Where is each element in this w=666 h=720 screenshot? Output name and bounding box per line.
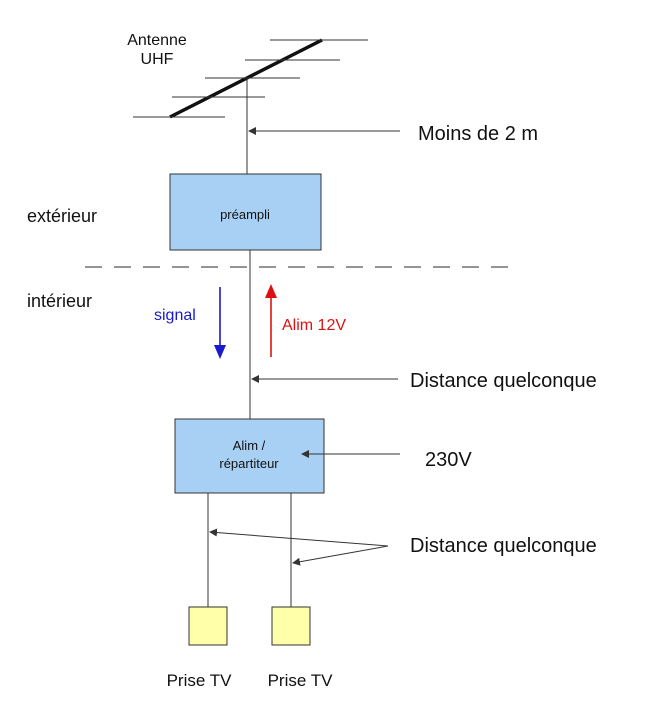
- preamp-box: [169, 173, 322, 251]
- inside-zone-label: intérieur: [27, 291, 92, 311]
- bottom-distance-label: Distance quelconque: [410, 535, 597, 557]
- antenna-label-line2: UHF: [141, 51, 174, 68]
- tv-outlet-right: [271, 606, 311, 646]
- uhf-antenna: [133, 38, 368, 119]
- power-label: Alim 12V: [282, 317, 346, 334]
- bottom-distance-arrow-right: [292, 545, 389, 566]
- antenna-label-line1: Antenne: [127, 32, 187, 49]
- signal-arrow: [214, 287, 226, 359]
- splitter-label-line2: répartiteur: [219, 456, 279, 471]
- preamp-label: préampli: [220, 207, 270, 222]
- mid-distance-label: Distance quelconque: [410, 370, 597, 392]
- tv-outlet-left: [188, 606, 228, 646]
- power-arrow: [265, 284, 277, 357]
- top-distance-label: Moins de 2 m: [418, 123, 538, 145]
- outside-zone-label: extérieur: [27, 206, 97, 226]
- splitter-box: [174, 418, 325, 494]
- signal-label: signal: [154, 307, 196, 324]
- tv-outlet-left-label: Prise TV: [167, 671, 233, 690]
- bottom-distance-arrow-left: [209, 528, 389, 547]
- mains-label: 230V: [425, 449, 472, 471]
- splitter-label-line1: Alim /: [233, 438, 266, 453]
- tv-outlet-right-label: Prise TV: [268, 671, 334, 690]
